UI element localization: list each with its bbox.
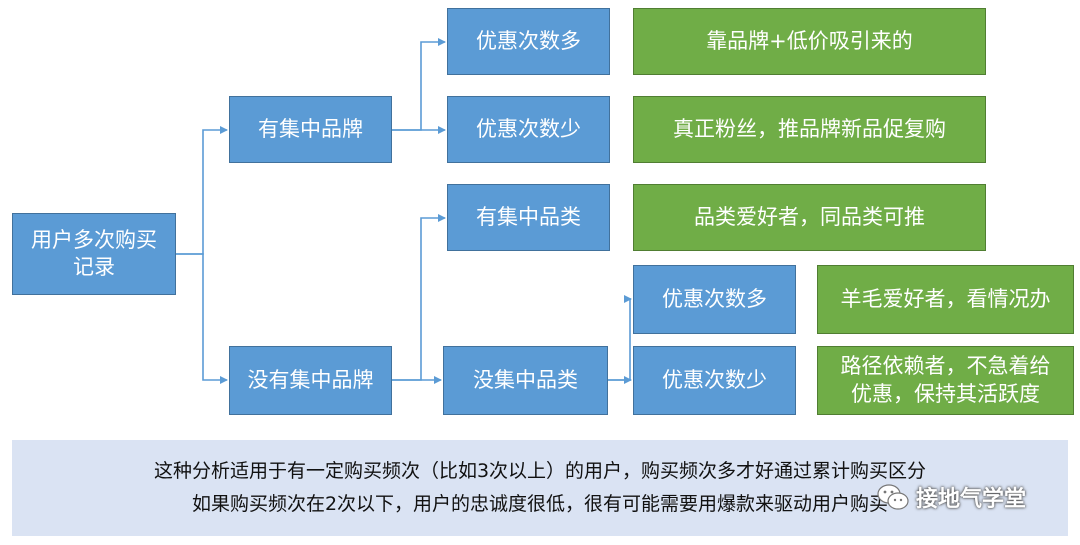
outcome-path-dependent: 路径依赖者，不急着给 优惠，保持其活跃度 [817,346,1074,415]
node-promo-many-2: 优惠次数多 [633,265,796,334]
note-line-1: 这种分析适用于有一定购买频次（比如3次以上）的用户，购买频次多才好通过累计购买区… [153,459,927,482]
node-brand-yes: 有集中品牌 [229,96,392,163]
note-box: 这种分析适用于有一定购买频次（比如3次以上）的用户，购买频次多才好通过累计购买区… [12,440,1068,536]
node-root: 用户多次购买 记录 [12,213,176,295]
connector-category-no-to-promo-many [608,295,632,381]
wechat-logo-icon [877,484,909,510]
node-brand-no: 没有集中品牌 [229,346,392,415]
connector-brand-yes-to-promo-many [392,38,446,131]
outcome-category-lovers: 品类爱好者，同品类可推 [633,184,986,251]
outcome-brand-low-price: 靠品牌+低价吸引来的 [633,8,986,75]
watermark: 接地气学堂 [876,480,1026,514]
node-category-yes: 有集中品类 [447,184,610,251]
connector-brand-no-to-category-yes [392,214,446,381]
outcome-true-fans: 真正粉丝，推品牌新品促复购 [633,96,986,163]
connector-root-to-brand-no [176,253,228,384]
connector-root-to-brand-yes [176,126,228,255]
watermark-text: 接地气学堂 [916,487,1027,512]
note-line-2: 如果购买频次在2次以下，用户的忠诚度很低，很有可能需要用爆款来驱动用户购买 [191,493,889,515]
node-promo-few-1: 优惠次数少 [447,96,610,163]
node-promo-many-1: 优惠次数多 [447,8,610,75]
node-category-no: 没集中品类 [443,346,608,415]
outcome-deal-hunters: 羊毛爱好者，看情况办 [817,265,1074,334]
node-promo-few-2: 优惠次数少 [633,346,796,415]
